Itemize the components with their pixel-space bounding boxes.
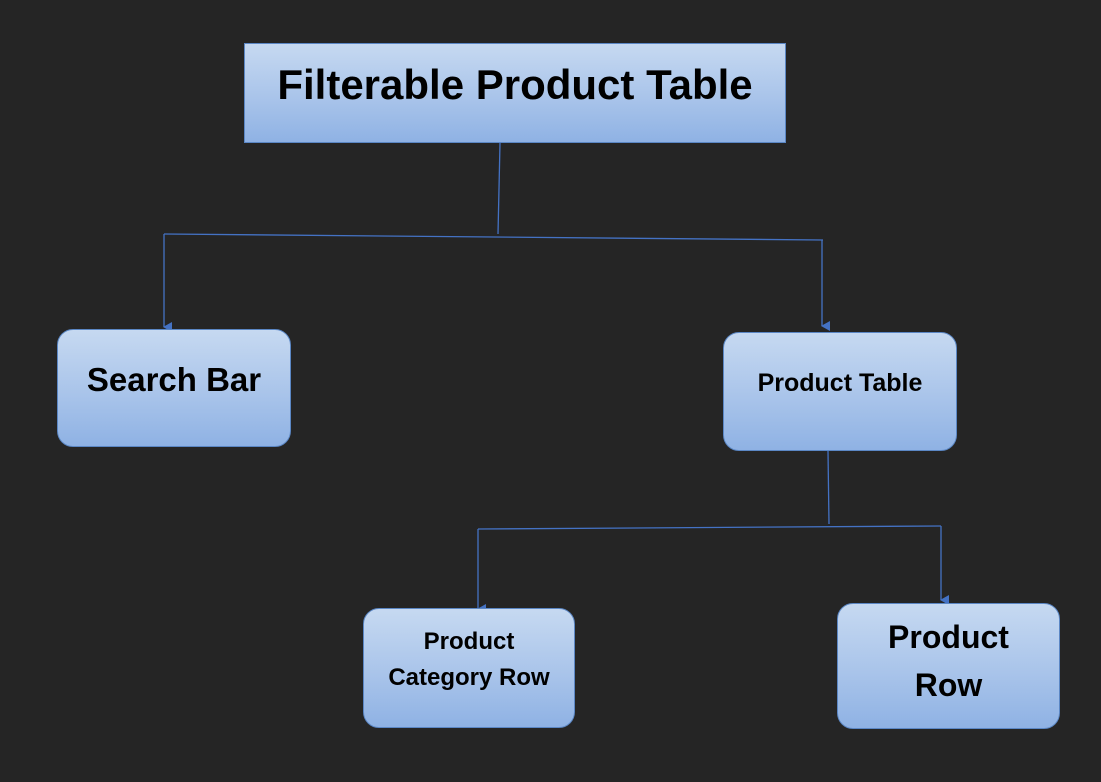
product-category-row-node: Product Category Row (363, 608, 575, 728)
product-row-label: Product Row (888, 619, 1009, 703)
product-table-node: Product Table (723, 332, 957, 451)
product-row-node: Product Row (837, 603, 1060, 729)
connector-root-branch (163, 233, 824, 241)
search-bar-node: Search Bar (57, 329, 291, 447)
connector-table-branch (477, 525, 942, 530)
product-category-row-label: Product Category Row (388, 628, 550, 691)
connector-table-trunk (827, 450, 830, 525)
filterable-product-table-label: Filterable Product Table (277, 61, 753, 108)
filterable-product-table-node: Filterable Product Table (244, 43, 786, 143)
search-bar-label: Search Bar (86, 361, 262, 398)
connector-root-trunk (497, 142, 501, 235)
product-table-label: Product Table (757, 369, 923, 397)
